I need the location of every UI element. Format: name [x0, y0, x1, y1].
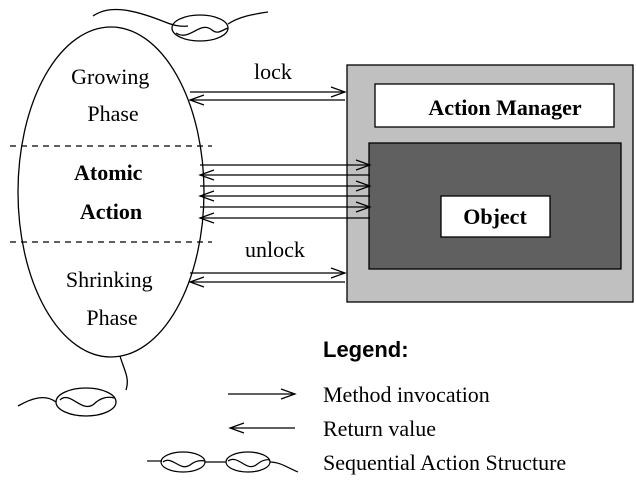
legend-sequential-label: Sequential Action Structure	[323, 450, 566, 475]
lock-invocation-arrow	[190, 86, 347, 98]
object-box: Object	[368, 142, 622, 270]
object-label-box	[440, 195, 551, 238]
object-invocation-arrow	[200, 201, 372, 213]
legend-title: Legend:	[323, 337, 409, 362]
lock-return-arrow	[188, 94, 345, 106]
arrow-right-icon	[228, 388, 297, 400]
lock-label: lock	[254, 59, 292, 84]
legend-method-invocation-label: Method invocation	[323, 382, 490, 407]
object-return-arrow	[198, 190, 370, 202]
atomic-action-ellipse	[10, 26, 212, 358]
object-return-arrow	[198, 212, 370, 224]
object-invocation-arrow	[200, 159, 372, 171]
object-label: Object	[463, 204, 527, 229]
atomic-action-label: Atomic Action	[74, 160, 148, 224]
growing-phase-label: Growing Phase	[71, 64, 155, 126]
arrow-left-icon	[228, 422, 295, 434]
legend-return-value: Return value	[228, 416, 436, 441]
legend-method-invocation: Method invocation	[228, 382, 490, 407]
object-invocation-arrow	[200, 180, 372, 192]
legend-sequential-action: Sequential Action Structure	[147, 450, 566, 475]
loop-icon	[147, 451, 299, 473]
bottom-squiggle-icon	[17, 355, 128, 417]
unlock-return-arrow	[188, 276, 345, 288]
object-return-arrow	[198, 169, 370, 181]
unlock-label: unlock	[245, 237, 305, 262]
action-manager-title-box	[374, 83, 615, 128]
top-squiggle-icon	[92, 8, 269, 42]
unlock-invocation-arrow	[190, 267, 347, 279]
legend-return-value-label: Return value	[323, 416, 436, 441]
shrinking-phase-label: Shrinking Phase	[66, 267, 158, 330]
action-manager-title: Action Manager	[428, 95, 582, 120]
